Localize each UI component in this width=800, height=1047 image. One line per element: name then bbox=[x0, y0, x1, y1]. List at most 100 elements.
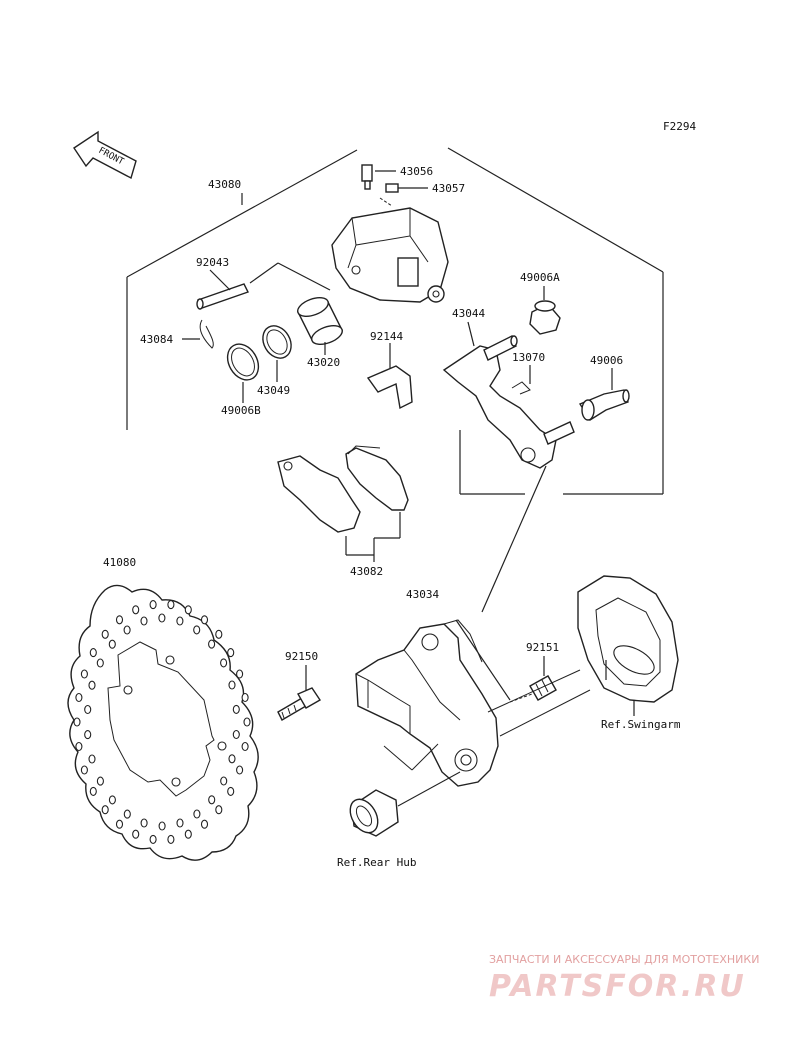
bleeder-cap bbox=[379, 183, 428, 207]
disc-vent-hole bbox=[241, 692, 249, 703]
disc-vent-hole bbox=[89, 786, 97, 796]
disc-vent-hole bbox=[88, 680, 96, 690]
disc-vent-hole bbox=[84, 704, 92, 715]
slide-boot bbox=[529, 286, 561, 335]
disc-vent-hole bbox=[96, 658, 104, 668]
caliper-piston bbox=[297, 297, 343, 355]
ref-rear-hub: Ref.Rear Hub bbox=[337, 856, 416, 869]
caliper-body bbox=[331, 207, 449, 303]
part-label-43080: 43080 bbox=[208, 178, 241, 191]
disc-vent-hole bbox=[75, 692, 83, 703]
disc-vent-hole bbox=[243, 717, 251, 727]
disc-vent-hole bbox=[88, 754, 96, 764]
disc-vent-hole bbox=[228, 680, 236, 690]
brake-disc bbox=[67, 584, 259, 861]
caliper-assembly-bracket bbox=[126, 147, 664, 495]
part-label-43057: 43057 bbox=[432, 182, 465, 195]
disc-vent-hole bbox=[158, 613, 166, 623]
disc-vent-hole bbox=[89, 648, 97, 658]
disc-vent-hole bbox=[220, 658, 228, 668]
disc-vent-hole bbox=[149, 834, 157, 844]
pin-boot bbox=[578, 368, 630, 421]
caliper-bracket bbox=[355, 619, 511, 787]
disc-vent-hole bbox=[132, 829, 140, 839]
disc-vent-hole bbox=[108, 795, 116, 805]
disc-vent-hole bbox=[101, 805, 109, 815]
disc-vent-hole bbox=[108, 639, 116, 649]
part-label-43056: 43056 bbox=[400, 165, 433, 178]
holder-clip bbox=[511, 365, 531, 395]
disc-vent-hole bbox=[149, 600, 157, 610]
part-label-92043: 92043 bbox=[196, 256, 229, 269]
disc-vent-hole bbox=[101, 629, 109, 639]
disc-vent-hole bbox=[215, 805, 223, 815]
disc-vent-hole bbox=[200, 819, 209, 829]
diagram-code: F2294 bbox=[663, 120, 696, 133]
part-label-92150: 92150 bbox=[285, 650, 318, 663]
swingarm-stopper bbox=[487, 575, 679, 737]
disc-vent-hole bbox=[193, 625, 201, 635]
disc-vent-hole bbox=[176, 616, 184, 626]
part-label-43020: 43020 bbox=[307, 356, 340, 369]
disc-vent-hole bbox=[193, 809, 201, 819]
part-label-49006B: 49006B bbox=[221, 404, 261, 417]
part-label-92144: 92144 bbox=[370, 330, 403, 343]
pin-clip bbox=[182, 319, 214, 349]
disc-vent-hole bbox=[123, 809, 131, 819]
part-label-43034: 43034 bbox=[406, 588, 439, 601]
disc-vent-hole bbox=[236, 765, 244, 775]
part-label-43044: 43044 bbox=[452, 307, 485, 320]
watermark-brand: PARTSFOR.RU bbox=[489, 969, 746, 1004]
caliper-pin bbox=[196, 262, 331, 310]
disc-vent-hole bbox=[123, 625, 131, 635]
disc-vent-hole bbox=[84, 730, 92, 740]
bracket-bolt bbox=[509, 656, 557, 703]
part-label-41080: 41080 bbox=[103, 556, 136, 569]
disc-vent-hole bbox=[80, 669, 88, 679]
disc-vent-hole bbox=[96, 776, 104, 786]
disc-vent-hole bbox=[227, 648, 235, 658]
part-label-49006: 49006 bbox=[590, 354, 623, 367]
brake-pad-set bbox=[277, 445, 409, 562]
part-label-13070: 13070 bbox=[512, 351, 545, 364]
disc-vent-hole bbox=[232, 729, 240, 740]
ref-swingarm: Ref.Swingarm bbox=[601, 718, 681, 731]
front-arrow-icon: FRONT bbox=[73, 130, 137, 180]
leader-43034 bbox=[481, 465, 547, 613]
disc-vent-hole bbox=[232, 704, 240, 714]
disc-vent-hole bbox=[167, 600, 175, 610]
disc-vent-hole bbox=[236, 669, 244, 679]
disc-vent-hole bbox=[208, 795, 216, 805]
hub-collar bbox=[349, 743, 461, 837]
disc-vent-hole bbox=[241, 741, 249, 752]
part-label-92151: 92151 bbox=[526, 641, 559, 654]
disc-vent-hole bbox=[140, 616, 148, 626]
caliper-holder bbox=[442, 321, 575, 469]
part-label-43082: 43082 bbox=[350, 565, 383, 578]
disc-vent-hole bbox=[227, 786, 235, 796]
disc-vent-hole bbox=[115, 819, 124, 829]
disc-vent-hole bbox=[132, 605, 140, 615]
disc-vent-hole bbox=[140, 818, 148, 828]
watermark-caption: ЗАПЧАСТИ И АКСЕССУАРЫ ДЛЯ МОТОТЕХНИКИ bbox=[489, 953, 759, 966]
disc-vent-hole bbox=[158, 821, 166, 831]
part-label-49006A: 49006A bbox=[520, 271, 560, 284]
disc-vent-hole bbox=[115, 615, 124, 625]
disc-vent-hole bbox=[73, 717, 81, 727]
disc-vent-hole bbox=[167, 834, 175, 844]
part-label-43084: 43084 bbox=[140, 333, 173, 346]
part-label-43049: 43049 bbox=[257, 384, 290, 397]
piston-seal bbox=[262, 325, 292, 382]
disc-vent-hole bbox=[228, 754, 236, 764]
dust-seal bbox=[226, 343, 260, 403]
disc-vent-hole bbox=[184, 829, 192, 839]
pad-spring bbox=[366, 343, 413, 410]
disc-vent-hole bbox=[75, 741, 83, 752]
disc-vent-hole bbox=[184, 605, 192, 615]
disc-vent-hole bbox=[176, 818, 184, 828]
disc-bolt bbox=[277, 665, 321, 721]
bleeder-valve bbox=[361, 164, 396, 190]
disc-vent-hole bbox=[215, 629, 223, 639]
disc-vent-hole bbox=[220, 776, 228, 786]
